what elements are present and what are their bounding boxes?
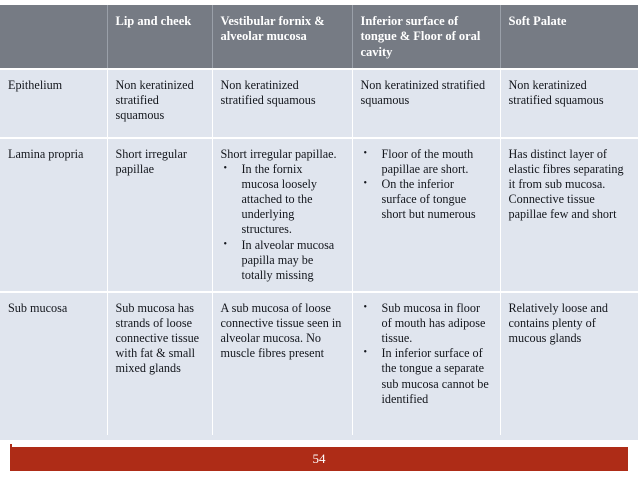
bullet-dot-icon: • (223, 238, 228, 250)
bullet-list: •Floor of the mouth papillae are short.•… (361, 147, 491, 223)
cell-lamina-propria-soft-palate: Has distinct layer of elastic fibres sep… (500, 137, 638, 293)
oral-mucosa-comparison-table: Lip and cheek Vestibular fornix & alveol… (0, 5, 638, 435)
cell-text: Short irregular papillae. (220, 146, 337, 161)
footer-left-tick (10, 444, 12, 471)
column-header-soft-palate: Soft Palate (500, 5, 638, 70)
cell-sub-mucosa-soft-palate: Relatively loose and contains plenty of … (500, 291, 638, 435)
column-header-lip-and-cheek: Lip and cheek (107, 5, 213, 70)
bullet-item: • In inferior surface of the tongue a se… (361, 346, 491, 407)
cell-text: Non keratinized stratified squamous (115, 77, 194, 122)
bullet-item: • Sub mucosa in floor of mouth has adipos… (361, 301, 491, 346)
bullet-text: In alveolar mucosa papilla may be totall… (241, 237, 335, 282)
bullet-dot-icon: • (363, 178, 368, 189)
bullet-dot-icon: • (363, 347, 368, 359)
table-header: Lip and cheek Vestibular fornix & alveol… (0, 5, 638, 70)
cell-text: Sub mucosa has strands of loose connecti… (115, 300, 200, 376)
bullet-text: In the fornix mucosa loosely attached to… (241, 161, 317, 237)
cell-epithelium-soft-palate: Non keratinized stratified squamous (500, 68, 638, 139)
bullet-item: • On the inferior surface of tongue short… (361, 177, 491, 222)
table-row: Lamina propria Short irregular papillae … (0, 137, 638, 293)
cell-text: Short irregular papillae (115, 146, 187, 176)
slide-footer-bar: 54 (10, 444, 628, 471)
row-label-lamina-propria: Lamina propria (0, 137, 108, 293)
table-row: Epithelium Non keratinized stratified sq… (0, 68, 638, 139)
bullet-text: On the inferior surface of tongue short … (381, 177, 476, 222)
bullet-item: • In the fornix mucosa loosely attached t… (221, 162, 343, 238)
cell-text: Non keratinized stratified squamous (220, 77, 316, 107)
bullet-list: • Sub mucosa in floor of mouth has adipos… (361, 301, 491, 407)
column-header-region (0, 5, 108, 70)
cell-text: Non keratinized stratified squamous (508, 77, 604, 107)
cell-lamina-propria-lip-and-cheek: Short irregular papillae (107, 137, 213, 293)
cell-text: Has distinct layer of elastic fibres sep… (508, 146, 624, 222)
cell-text: Non keratinized stratified squamous (360, 77, 486, 107)
bullet-item: • In alveolar mucosa papilla may be total… (221, 238, 343, 283)
cell-text: Relatively loose and contains plenty of … (508, 300, 609, 346)
bullet-dot-icon: • (363, 301, 368, 313)
comparison-table-container: Lip and cheek Vestibular fornix & alveol… (0, 5, 638, 440)
column-header-inferior-surface-tongue: Inferior surface of tongue & Floor of or… (352, 5, 501, 70)
table-row: Sub mucosa Sub mucosa has strands of loo… (0, 291, 638, 435)
cell-lamina-propria-inferior-surface-tongue: •Floor of the mouth papillae are short.•… (352, 137, 501, 293)
cell-sub-mucosa-lip-and-cheek: Sub mucosa has strands of loose connecti… (107, 291, 213, 435)
bullet-dot-icon: • (223, 162, 228, 174)
page-number: 54 (312, 451, 326, 466)
table-header-row: Lip and cheek Vestibular fornix & alveol… (0, 5, 638, 70)
cell-sub-mucosa-inferior-surface-tongue: • Sub mucosa in floor of mouth has adipos… (352, 291, 501, 435)
cell-epithelium-vestibular-fornix: Non keratinized stratified squamous (212, 68, 353, 139)
cell-text: A sub mucosa of loose connective tissue … (220, 300, 342, 361)
cell-epithelium-lip-and-cheek: Non keratinized stratified squamous (107, 68, 213, 139)
bullet-text: In inferior surface of the tongue a sepa… (381, 346, 489, 406)
row-label-epithelium: Epithelium (0, 68, 108, 139)
table-body: Epithelium Non keratinized stratified sq… (0, 68, 638, 435)
bullet-dot-icon: • (363, 147, 368, 159)
bullet-text: Floor of the mouth papillae are short. (381, 146, 474, 176)
cell-lamina-propria-vestibular-fornix: Short irregular papillae. • In the fornix… (212, 137, 353, 293)
column-header-vestibular-fornix: Vestibular fornix & alveolar mucosa (212, 5, 353, 70)
cell-sub-mucosa-vestibular-fornix: A sub mucosa of loose connective tissue … (212, 291, 353, 435)
bullet-text: Sub mucosa in floor of mouth has adipose… (381, 300, 486, 346)
bullet-list: • In the fornix mucosa loosely attached t… (221, 162, 343, 283)
cell-epithelium-inferior-surface-tongue: Non keratinized stratified squamous (352, 68, 501, 139)
row-label-sub-mucosa: Sub mucosa (0, 291, 108, 435)
bullet-item: • Floor of the mouth papillae are short. (361, 147, 491, 177)
